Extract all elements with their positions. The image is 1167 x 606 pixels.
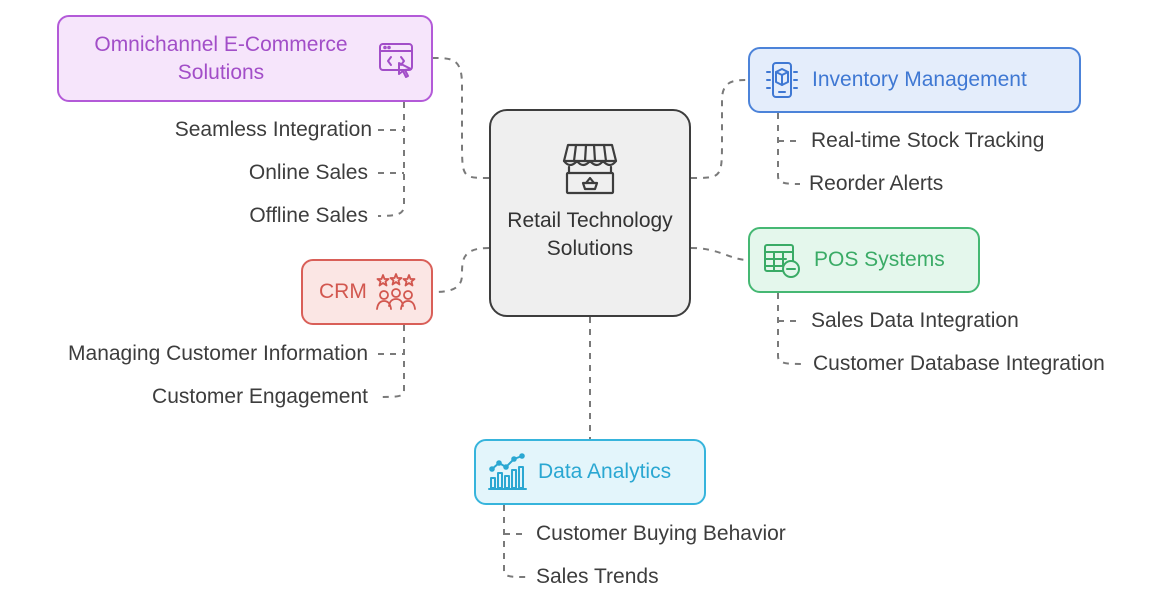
inventory-item: Reorder Alerts — [809, 172, 944, 195]
central-topic-label: Retail Technology Solutions — [507, 209, 673, 260]
analytics-item: Sales Trends — [536, 565, 659, 588]
spreadsheet-minus-icon — [764, 244, 800, 278]
branch-inventory-label: Inventory Management — [812, 68, 1027, 91]
pos-item: Sales Data Integration — [811, 309, 1019, 332]
branch-analytics: Data Analytics — [474, 439, 706, 505]
omnichannel-item: Online Sales — [248, 161, 368, 184]
omnichannel-item: Offline Sales — [249, 204, 368, 227]
pos-item: Customer Database Integration — [813, 352, 1105, 375]
omnichannel-item: Seamless Integration — [174, 118, 372, 141]
branch-inventory: Inventory Management — [748, 47, 1081, 113]
branch-analytics-label: Data Analytics — [538, 460, 672, 483]
branch-crm: CRM — [301, 259, 433, 325]
branch-crm-label: CRM — [319, 280, 367, 303]
people-stars-icon — [375, 273, 416, 310]
branch-omnichannel: Omnichannel E-Commerce Solutions — [57, 15, 433, 102]
store-icon — [562, 143, 618, 195]
browser-cursor-icon — [379, 42, 413, 78]
bar-chart-trend-icon — [488, 453, 527, 490]
crm-item: Managing Customer Information — [68, 342, 368, 365]
branch-omnichannel-label: Omnichannel E-Commerce Solutions — [94, 32, 348, 84]
branch-pos-label: POS Systems — [814, 248, 945, 271]
analytics-item: Customer Buying Behavior — [536, 522, 786, 545]
crm-item: Customer Engagement — [152, 385, 368, 408]
package-phone-icon — [766, 62, 798, 98]
inventory-item: Real-time Stock Tracking — [811, 129, 1045, 152]
branch-pos: POS Systems — [748, 227, 980, 293]
central-topic-node: Retail Technology Solutions — [489, 109, 691, 317]
